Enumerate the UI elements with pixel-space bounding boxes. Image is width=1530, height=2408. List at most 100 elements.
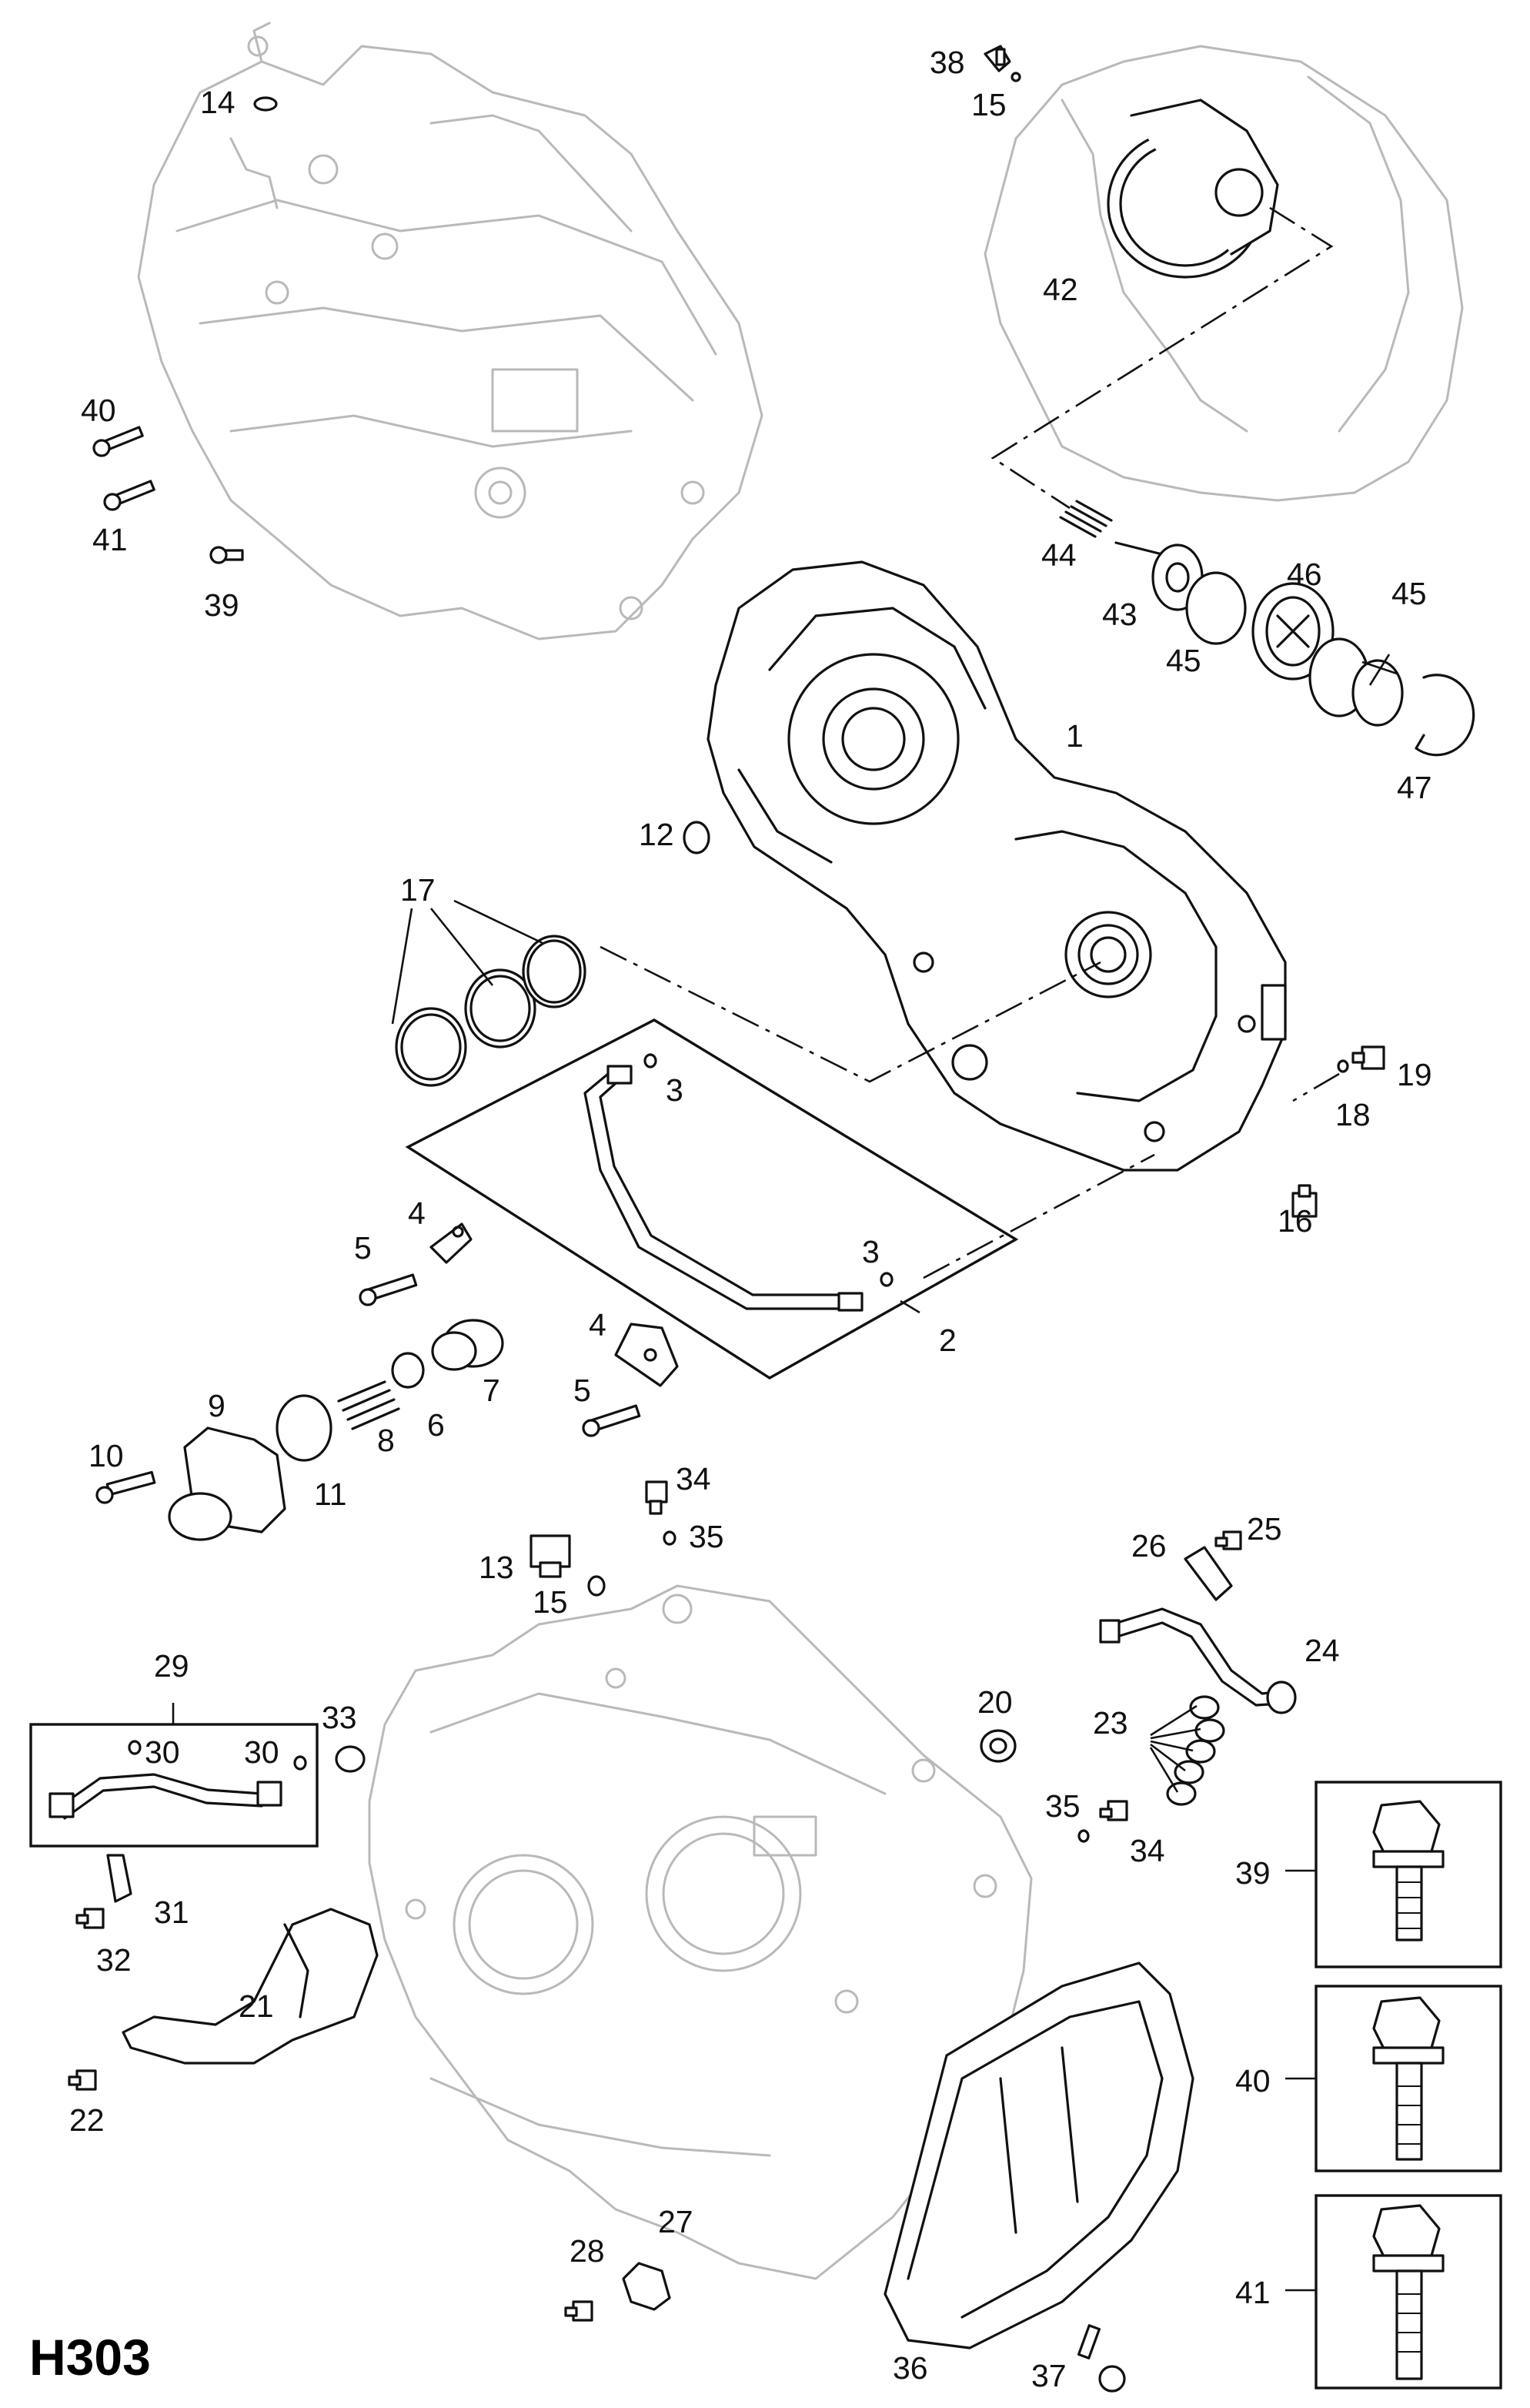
leader-lines xyxy=(172,654,1398,2292)
callout-5-upper: 5 xyxy=(354,1230,372,1266)
part-10-bolt xyxy=(95,1470,156,1504)
callout-22: 22 xyxy=(69,2102,105,2138)
callout-6: 6 xyxy=(427,1407,445,1443)
callout-30-right: 30 xyxy=(244,1734,279,1770)
part-27-bracket xyxy=(622,2262,671,2311)
part-36-oil-pan xyxy=(884,1962,1194,2349)
callout-19: 19 xyxy=(1397,1057,1432,1092)
part-15-seal-top xyxy=(1011,72,1021,82)
callout-37: 37 xyxy=(1031,2358,1067,2393)
callout-8: 8 xyxy=(377,1423,395,1458)
detail-box-41 xyxy=(1315,2194,1502,2390)
part-34-bolt-upper xyxy=(645,1480,668,1515)
callout-33: 33 xyxy=(322,1700,357,1735)
callout-20: 20 xyxy=(977,1684,1013,1720)
part-33-nut xyxy=(335,1745,366,1773)
part-26-bracket xyxy=(1184,1546,1233,1601)
callout-38: 38 xyxy=(930,45,965,80)
callout-41-top: 41 xyxy=(92,522,128,557)
sheet-code: H303 xyxy=(29,2329,151,2386)
callout-17: 17 xyxy=(400,872,436,908)
part-24-pipe xyxy=(1099,1607,1297,1714)
callout-32: 32 xyxy=(96,1942,132,1978)
callout-4-upper: 4 xyxy=(408,1196,426,1231)
callout-46: 46 xyxy=(1287,557,1322,592)
callout-9: 9 xyxy=(208,1388,225,1423)
callout-23: 23 xyxy=(1093,1705,1128,1741)
callout-7: 7 xyxy=(483,1373,500,1408)
callout-10: 10 xyxy=(89,1438,124,1473)
callout-21: 21 xyxy=(239,1988,274,2024)
part-8-spring xyxy=(337,1380,400,1430)
part-12-o-ring xyxy=(683,821,710,855)
callout-15-top: 15 xyxy=(971,87,1007,122)
part-9-cylinder xyxy=(168,1426,286,1541)
part-13-plug xyxy=(529,1534,571,1578)
part-2-pipe-box xyxy=(405,1018,1019,1380)
callout-27: 27 xyxy=(658,2204,693,2239)
callout-34-upper: 34 xyxy=(676,1461,711,1497)
callout-12: 12 xyxy=(639,817,674,852)
part-41-bolt-small xyxy=(103,480,155,511)
callout-36: 36 xyxy=(893,2350,928,2386)
callout-labels: 1 2 3 3 4 4 5 5 6 7 8 9 10 11 12 13 14 1… xyxy=(69,45,1432,2393)
part-11-o-ring xyxy=(276,1394,332,1462)
detail-box-40 xyxy=(1315,1985,1502,2172)
part-35-seal-lower xyxy=(1077,1829,1090,1843)
callout-11: 11 xyxy=(314,1477,347,1512)
callout-1: 1 xyxy=(1066,718,1084,754)
part-5-bolt-lower xyxy=(582,1404,641,1437)
callout-26: 26 xyxy=(1131,1528,1167,1564)
part-35-seal-upper xyxy=(663,1530,676,1546)
callout-30-left: 30 xyxy=(145,1734,180,1770)
callout-43: 43 xyxy=(1102,597,1137,632)
part-20-nut xyxy=(980,1729,1017,1763)
part-34-bolt-lower xyxy=(1099,1800,1128,1821)
part-37-bolt xyxy=(1077,2324,1126,2393)
part-39-bolt-small xyxy=(209,546,244,564)
callout-4-lower: 4 xyxy=(589,1307,606,1343)
callout-13: 13 xyxy=(479,1550,514,1585)
part-47-snap-ring xyxy=(1415,674,1475,757)
part-5-bolt-upper xyxy=(359,1273,418,1306)
callout-45-left: 45 xyxy=(1166,643,1201,678)
part-21-shield xyxy=(122,1908,379,2065)
part-6-ring xyxy=(391,1352,425,1389)
callout-35-upper: 35 xyxy=(689,1519,724,1554)
part-15-seal-lower xyxy=(587,1575,606,1597)
callout-35-lower: 35 xyxy=(1045,1788,1081,1824)
transmission-assembly-ghost xyxy=(137,22,763,640)
callout-3-bottom: 3 xyxy=(862,1234,880,1269)
part-16-bolt xyxy=(1291,1184,1318,1218)
callout-47: 47 xyxy=(1397,770,1432,805)
part-4-clamp-lower xyxy=(614,1323,679,1387)
assembly-lines xyxy=(600,206,1340,1279)
callout-29: 29 xyxy=(154,1648,189,1684)
callout-24: 24 xyxy=(1305,1633,1340,1668)
callout-3-top: 3 xyxy=(666,1072,683,1108)
part-45-seal-ring-c xyxy=(1351,659,1404,727)
part-25-bolt xyxy=(1214,1530,1242,1550)
part-17-seal-rings xyxy=(395,935,586,1087)
part-38-bolt xyxy=(984,45,1011,72)
callout-31: 31 xyxy=(154,1895,189,1930)
callout-39-top: 39 xyxy=(204,587,239,623)
part-28-bolt xyxy=(564,2300,593,2322)
callout-2: 2 xyxy=(939,1323,957,1358)
part-7-piston xyxy=(431,1319,504,1371)
callout-42: 42 xyxy=(1043,272,1078,307)
callout-40-top: 40 xyxy=(81,393,116,428)
callout-40-box: 40 xyxy=(1235,2063,1271,2099)
part-18-washer xyxy=(1337,1059,1349,1073)
callout-41-box: 41 xyxy=(1235,2275,1271,2310)
part-14-seal xyxy=(253,96,278,112)
part-46-cap xyxy=(1251,582,1335,681)
part-42-clamp-ring xyxy=(1107,99,1279,279)
callout-18: 18 xyxy=(1335,1097,1371,1132)
callout-39-box: 39 xyxy=(1235,1855,1271,1891)
callout-34-lower: 34 xyxy=(1130,1833,1165,1868)
callout-25: 25 xyxy=(1247,1511,1282,1547)
part-44-spring xyxy=(1059,500,1113,538)
part-22-bolt xyxy=(68,2069,97,2091)
